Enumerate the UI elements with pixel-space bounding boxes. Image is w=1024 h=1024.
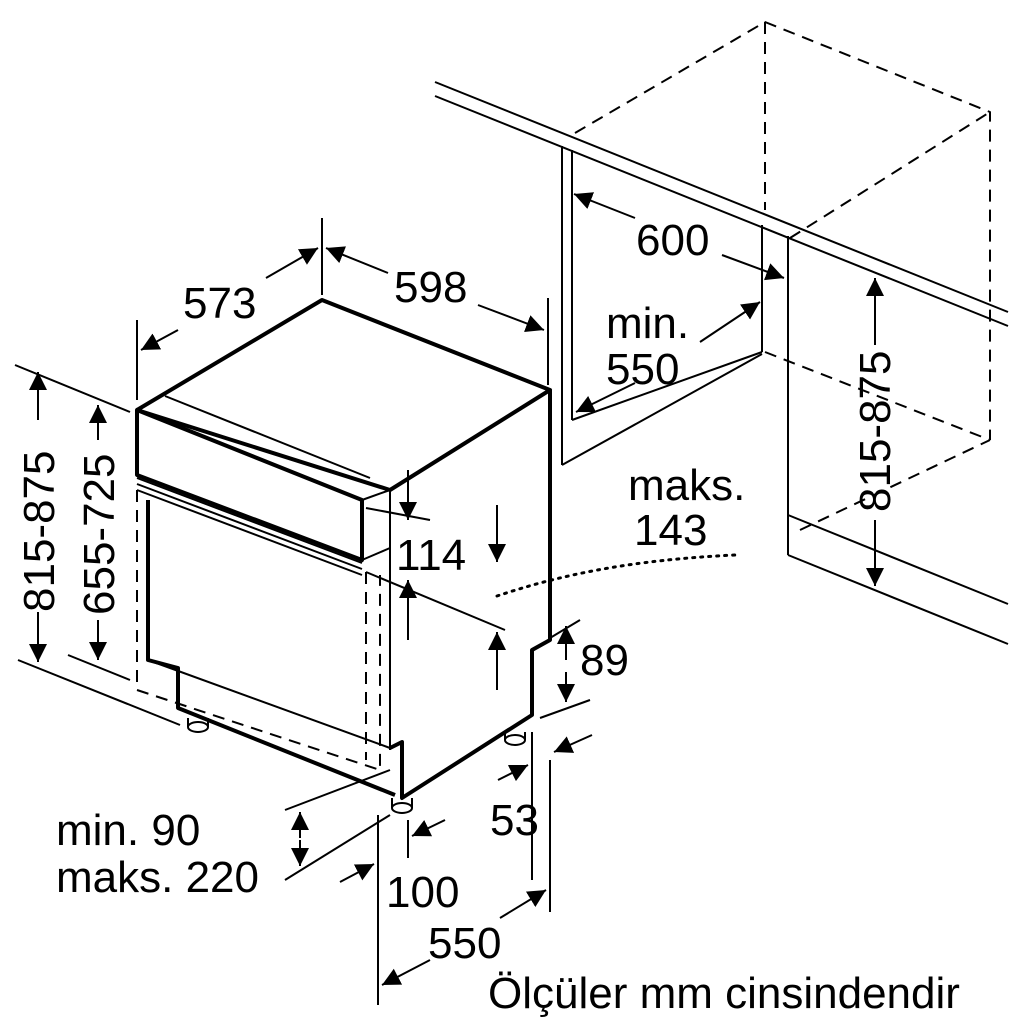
caption-units: Ölçüler mm cinsindendir [488, 969, 960, 1018]
label-maks: maks. [628, 461, 745, 510]
label-min: min. [606, 299, 689, 348]
label-655-725: 655-725 [75, 454, 124, 615]
label-maks-220: maks. 220 [56, 853, 259, 902]
label-600: 600 [636, 216, 709, 265]
label-89: 89 [580, 636, 629, 685]
label-550-niche: 550 [606, 345, 679, 394]
worktop-and-niche [434, 21, 1009, 645]
label-573: 573 [183, 279, 256, 328]
label-53: 53 [490, 796, 539, 845]
dimension-labels: 573 598 600 min. 550 815-875 815-875 655… [15, 216, 960, 1018]
dimension-lines [14, 192, 884, 1005]
label-min-90: min. 90 [56, 806, 200, 855]
label-815-875-left: 815-875 [15, 451, 64, 612]
label-815-875-right: 815-875 [851, 351, 900, 512]
label-100: 100 [386, 868, 459, 917]
label-598: 598 [394, 263, 467, 312]
label-550-bottom: 550 [428, 919, 501, 968]
label-143: 143 [634, 506, 707, 555]
label-114: 114 [396, 531, 466, 580]
dishwasher-body [135, 298, 552, 814]
